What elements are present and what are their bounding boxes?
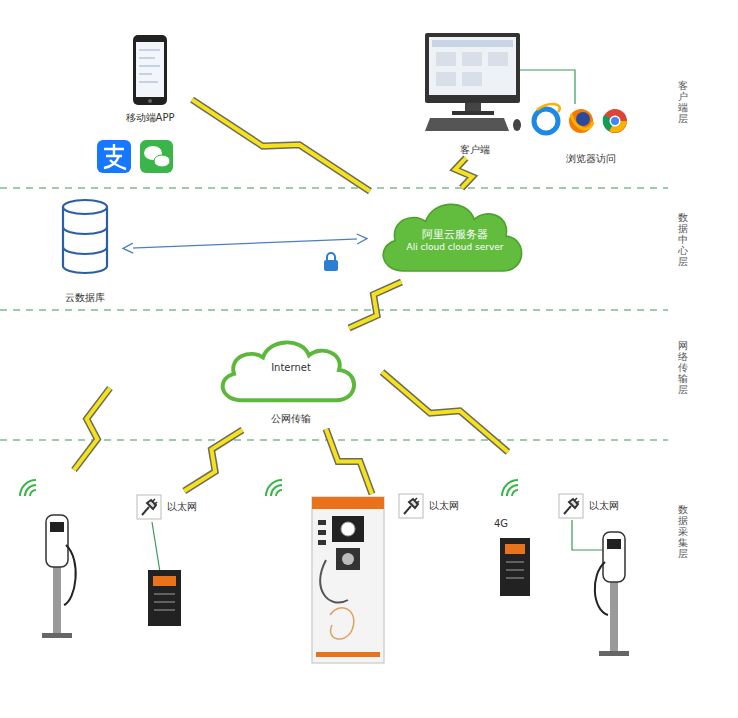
device-label: 客户端 [460, 144, 490, 156]
cloud-caption: 公网传输 [212, 413, 370, 425]
wireless-bolt [192, 100, 370, 192]
wireless-bolt [184, 430, 242, 491]
wall-charger [500, 538, 530, 596]
database-icon [63, 200, 107, 273]
note-label: 浏览器访问 [566, 152, 616, 166]
layer-label: 数据采集层 [678, 504, 688, 559]
ethernet-node: 以太网 [136, 493, 202, 521]
ethernet-node: 以太网 [558, 492, 624, 520]
cloud-text: Ali cloud cloud server [372, 242, 538, 253]
cloud-node: 阿里云服务器Ali cloud cloud server [372, 190, 538, 280]
phone-icon [133, 35, 167, 105]
layer-label: 网络传输层 [678, 340, 688, 395]
ethernet-icon [558, 493, 584, 519]
alipay-icon [97, 140, 131, 173]
wireless-bolt [455, 158, 472, 188]
cloud-text: Internet [212, 362, 370, 374]
link-label: 以太网 [589, 500, 619, 512]
wechat-icon [140, 140, 173, 173]
device-label: 移动端APP [126, 112, 175, 124]
wireless-bolt [326, 429, 372, 494]
link-wire [520, 70, 575, 104]
data-arrow [124, 239, 366, 249]
ethernet-icon [136, 494, 162, 520]
link-label: 以太网 [167, 501, 197, 513]
ethernet-icon [398, 493, 424, 519]
device-node: 移动端APP [110, 32, 190, 124]
device-node: 客户端 [420, 30, 530, 156]
wireless-bolt [349, 282, 401, 328]
browser-icons [534, 104, 627, 133]
wall-charger [148, 570, 181, 626]
pole-charger [595, 532, 629, 656]
dc-charger [312, 497, 384, 663]
wifi-icon [20, 480, 518, 496]
layer-label: 客户端层 [678, 80, 688, 124]
link-wire [572, 520, 605, 550]
link-wire [152, 522, 160, 572]
ethernet-node: 以太网 [398, 492, 464, 520]
lock-icon [324, 253, 338, 271]
cloud-node: Internet 公网传输 [212, 330, 370, 428]
pole-charger [42, 515, 76, 638]
computer-icon [425, 33, 521, 131]
wireless-bolt [382, 372, 508, 452]
wireless-bolt [74, 388, 110, 470]
note-label: 4G [494, 518, 508, 529]
device-label: 云数据库 [65, 292, 105, 304]
device-node: 云数据库 [50, 196, 120, 304]
layer-label: 数据中心层 [678, 212, 688, 267]
cloud-text: 阿里云服务器 [372, 228, 538, 241]
link-label: 以太网 [429, 500, 459, 512]
